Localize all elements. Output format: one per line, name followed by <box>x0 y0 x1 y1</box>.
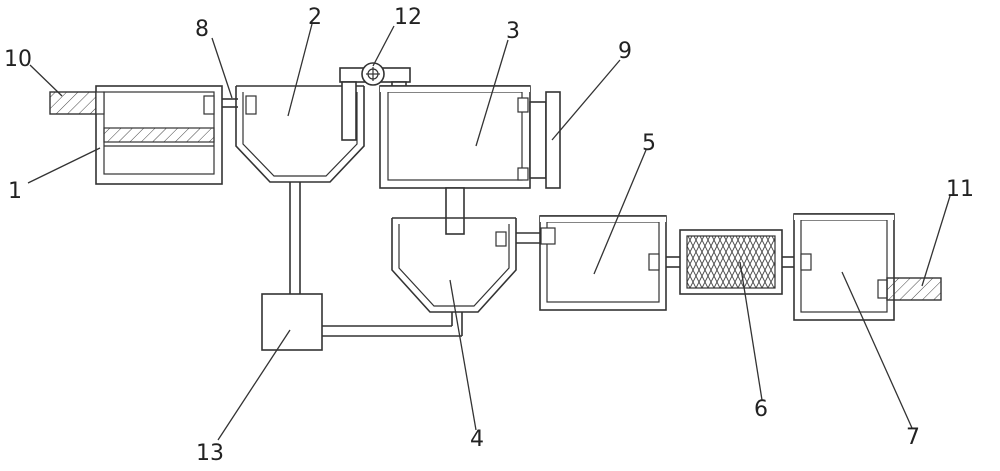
screen-tank-1 <box>95 85 223 185</box>
label-12: 12 <box>394 5 422 30</box>
box-13 <box>261 293 323 351</box>
label-10: 10 <box>4 47 32 72</box>
label-8: 8 <box>195 17 209 42</box>
outlet-pipe-11 <box>886 277 942 301</box>
leader-lines <box>27 23 951 441</box>
connector-5-6 <box>666 256 680 268</box>
connector-4-5 <box>516 232 540 244</box>
label-4: 4 <box>470 427 484 452</box>
label-7: 7 <box>906 425 920 450</box>
pipe-3-to-4 <box>445 187 465 235</box>
number-labels: 10 1 8 2 12 3 9 5 11 4 6 7 13 <box>4 5 974 466</box>
label-11: 11 <box>946 177 974 202</box>
label-5: 5 <box>642 131 656 156</box>
pipe-4-to-13 <box>322 312 463 337</box>
label-2: 2 <box>308 5 322 30</box>
tank-5 <box>539 215 667 311</box>
tank-3 <box>379 85 531 189</box>
label-9: 9 <box>618 39 632 64</box>
label-1: 1 <box>8 179 22 204</box>
label-13: 13 <box>196 441 224 466</box>
tank-7 <box>793 213 895 321</box>
pipe-2-to-13 <box>289 182 301 294</box>
label-6: 6 <box>754 397 768 422</box>
side-unit-9 <box>529 91 561 189</box>
inlet-pipe-10 <box>49 91 103 115</box>
label-3: 3 <box>506 19 520 44</box>
filter-6 <box>679 229 783 295</box>
